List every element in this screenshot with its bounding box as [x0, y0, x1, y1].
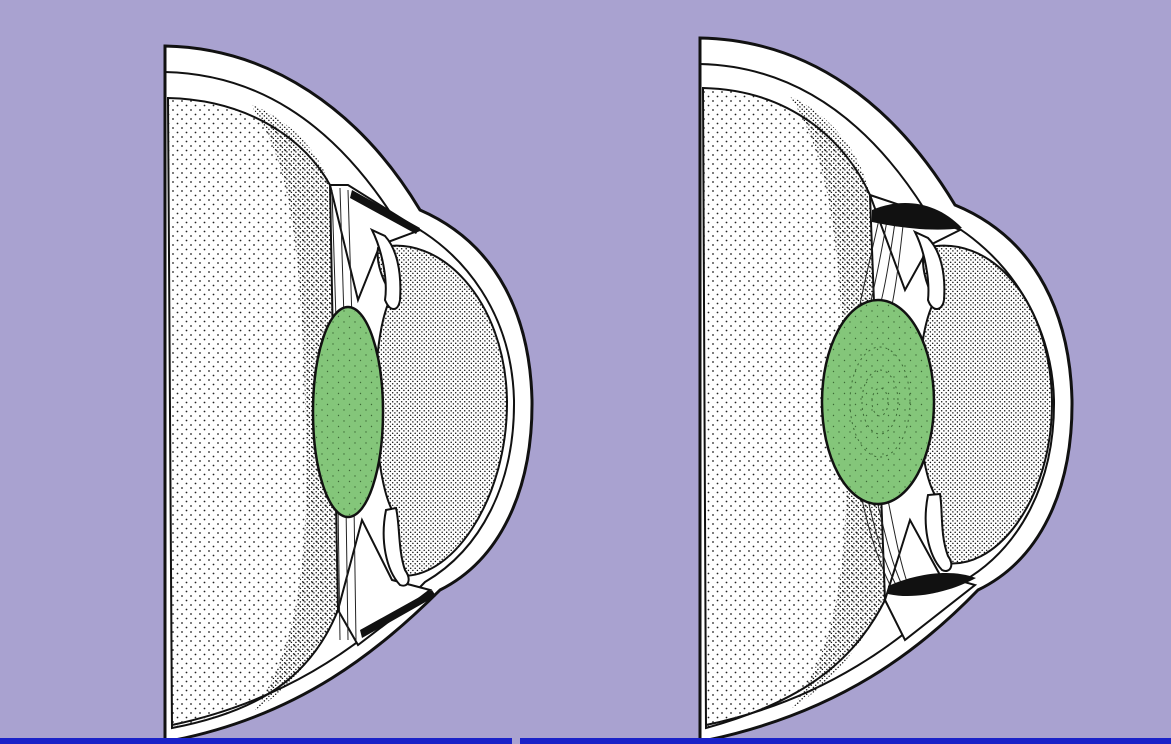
bottom-edge-bar-right	[520, 738, 1171, 744]
bottom-edge-bar-left	[0, 738, 512, 744]
lens-thick-texture	[824, 302, 932, 502]
eye-panel-relaxed	[165, 46, 532, 740]
lens-thin-texture	[315, 309, 381, 515]
eye-panel-accommodated	[700, 38, 1072, 740]
